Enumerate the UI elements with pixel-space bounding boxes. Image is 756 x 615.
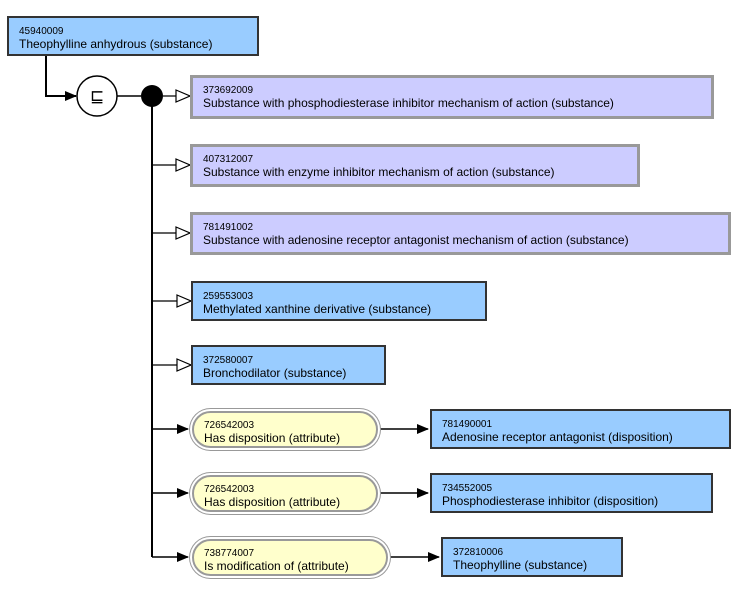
concept-sctid: 45940009 <box>19 26 64 37</box>
concept-term: Substance with adenosine receptor antago… <box>203 233 629 247</box>
concept-sctid: 407312007 <box>203 154 254 165</box>
attribute-term: Is modification of (attribute) <box>204 559 349 573</box>
concept-sctid: 373692009 <box>203 85 254 96</box>
parent-concept-node[interactable]: 407312007 Substance with enzyme inhibito… <box>190 144 640 187</box>
parent-concept-node[interactable]: 372580007 Bronchodilator (substance) <box>191 345 386 385</box>
attribute-term: Has disposition (attribute) <box>204 431 341 445</box>
parent-concept-node[interactable]: 259553003 Methylated xanthine derivative… <box>191 281 487 321</box>
attribute-node[interactable]: 726542003 Has disposition (attribute) <box>192 411 378 448</box>
concept-term: Substance with phosphodiesterase inhibit… <box>203 96 614 110</box>
concept-sctid: 781490001 <box>442 419 493 430</box>
attribute-term: Has disposition (attribute) <box>204 495 341 509</box>
attribute-value-node[interactable]: 781490001 Adenosine receptor antagonist … <box>430 409 731 449</box>
attribute-node[interactable]: 726542003 Has disposition (attribute) <box>192 475 378 512</box>
subsumption-operator-icon: ⊑ <box>90 87 104 107</box>
focus-to-operator-connector <box>45 55 77 101</box>
concept-term: Theophylline anhydrous (substance) <box>19 37 213 51</box>
attribute-node[interactable]: 738774007 Is modification of (attribute) <box>192 539 388 576</box>
concept-term: Theophylline (substance) <box>453 558 588 572</box>
focus-concept-node[interactable]: 45940009 Theophylline anhydrous (substan… <box>7 16 259 56</box>
attribute-value-node[interactable]: 734552005 Phosphodiesterase inhibitor (d… <box>430 473 713 513</box>
concept-term: Methylated xanthine derivative (substanc… <box>203 302 432 316</box>
concept-term: Adenosine receptor antagonist (dispositi… <box>442 430 673 444</box>
attribute-sctid: 738774007 <box>204 548 255 559</box>
parent-concept-node[interactable]: 373692009 Substance with phosphodiestera… <box>190 75 714 119</box>
concept-sctid: 781491002 <box>203 222 254 233</box>
attribute-value-node[interactable]: 372810006 Theophylline (substance) <box>441 537 623 577</box>
concept-sctid: 734552005 <box>442 483 493 494</box>
concept-sctid: 372810006 <box>453 547 504 558</box>
attribute-sctid: 726542003 <box>204 484 255 495</box>
concept-sctid: 259553003 <box>203 291 254 302</box>
concept-term: Phosphodiesterase inhibitor (disposition… <box>442 494 659 508</box>
attribute-sctid: 726542003 <box>204 420 255 431</box>
concept-term: Substance with enzyme inhibitor mechanis… <box>203 165 555 179</box>
concept-sctid: 372580007 <box>203 355 254 366</box>
concept-term: Bronchodilator (substance) <box>203 366 347 380</box>
parent-concept-node[interactable]: 781491002 Substance with adenosine recep… <box>190 212 731 255</box>
